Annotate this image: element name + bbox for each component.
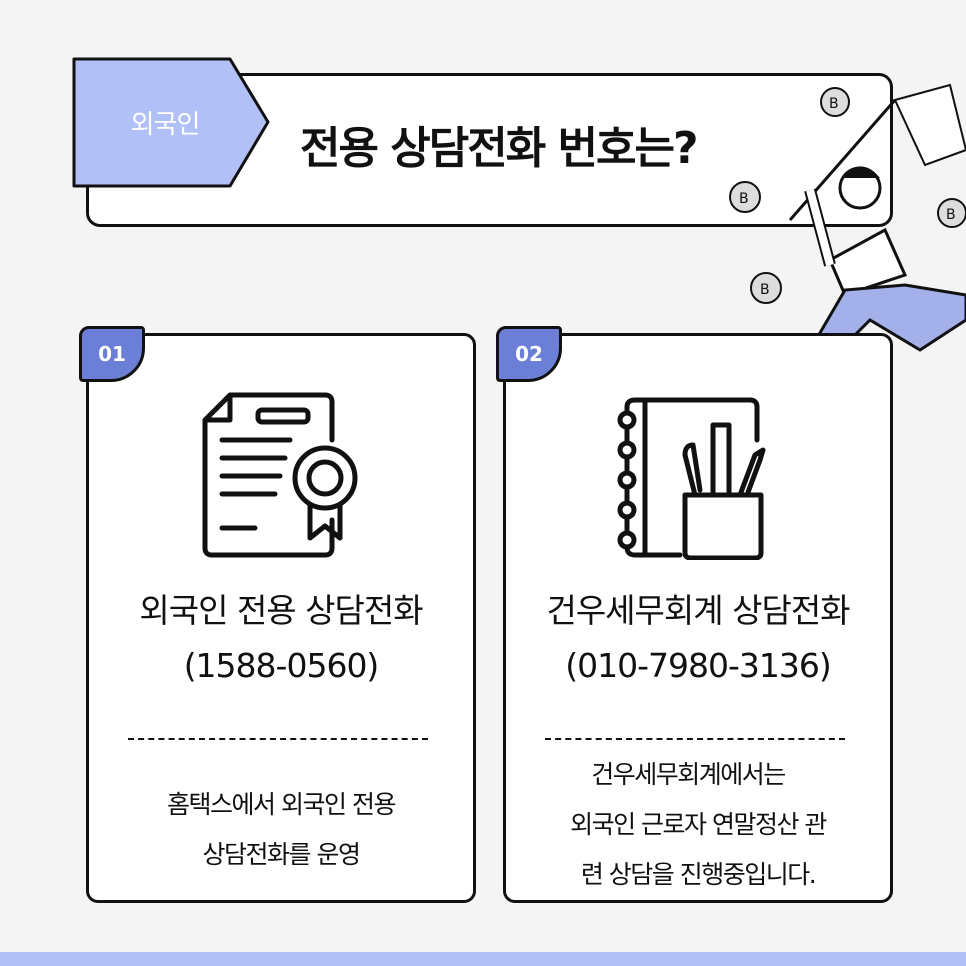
bottom-bar — [0, 952, 966, 966]
coin-icon: B — [750, 272, 782, 304]
svg-text:B: B — [829, 96, 839, 112]
card-foreigner-hotline — [86, 333, 476, 903]
card-desc-line: 홈택스에서 외국인 전용 — [167, 790, 396, 819]
card-desc-line: 련 상담을 진행중입니다. — [580, 860, 817, 889]
man-with-net-illustration: B B B B — [729, 83, 966, 435]
card-desc-line: 건우세무회계에서는 — [591, 760, 786, 789]
divider — [128, 738, 428, 740]
certificate-icon — [202, 392, 358, 558]
card-desc-line: 외국인 근로자 연말정산 관 — [570, 810, 827, 839]
card-phone: (010-7980-3136) — [565, 646, 832, 685]
svg-text:B: B — [760, 282, 770, 298]
page-title: 전용 상담전화 번호는? — [300, 123, 698, 174]
svg-text:B: B — [946, 207, 956, 223]
tag-shape — [72, 57, 270, 188]
header-tag: 외국인 — [130, 110, 201, 140]
card-company-hotline — [503, 333, 893, 903]
card-title: 건우세무회계 상담전화 — [546, 591, 850, 630]
divider — [545, 738, 845, 740]
card-desc-line: 상담전화를 운영 — [202, 840, 361, 869]
svg-text:B: B — [739, 191, 749, 207]
card-badge: 01 — [79, 326, 145, 382]
card-phone: (1588-0560) — [183, 646, 380, 685]
coin-icon: B — [820, 87, 850, 117]
notebook-pencil-cup-icon — [617, 397, 766, 560]
card-title: 외국인 전용 상담전화 — [139, 591, 423, 630]
coin-icon: B — [937, 198, 966, 228]
card-badge: 02 — [496, 326, 562, 382]
coin-icon: B — [729, 181, 761, 213]
